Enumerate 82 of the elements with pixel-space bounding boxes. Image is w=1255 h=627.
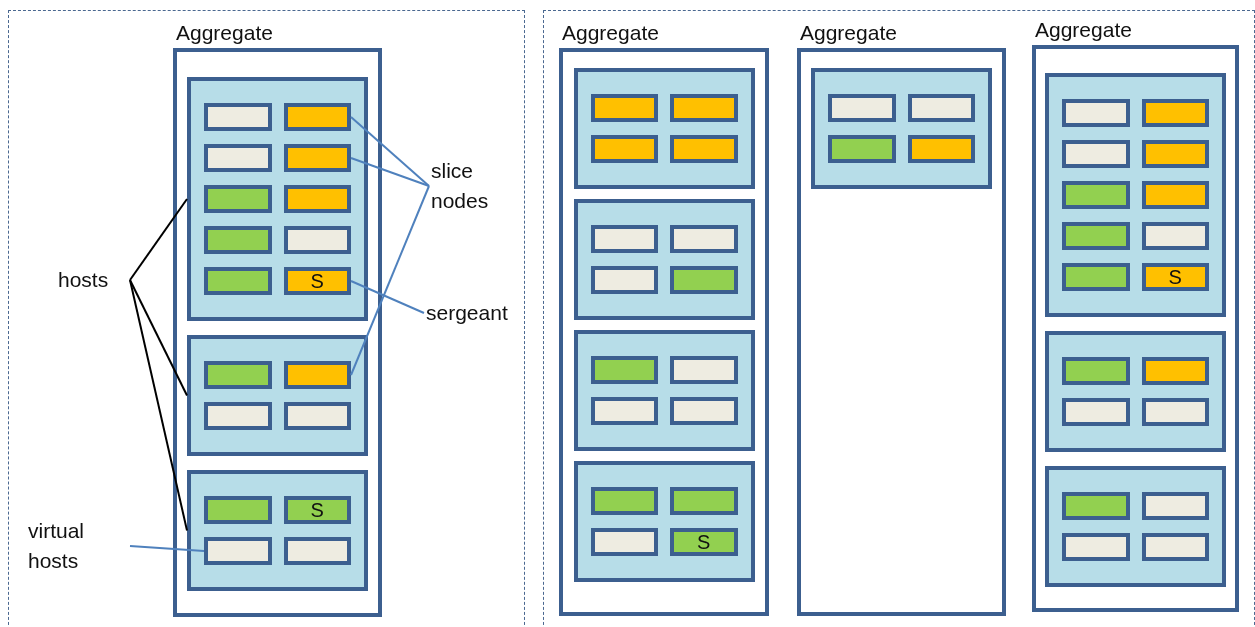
virtual-host-box — [828, 135, 896, 163]
virtual-host-box — [283, 402, 351, 430]
host-box — [573, 330, 755, 451]
leader-line — [129, 545, 205, 552]
leader-line — [129, 279, 188, 532]
virtual-host-box — [283, 103, 351, 131]
virtual-host-box — [1062, 398, 1130, 426]
virtual-host-box — [1062, 533, 1130, 561]
virtual-host-box — [828, 94, 896, 122]
virtual-host-box — [670, 356, 738, 384]
virtual-host-box — [1141, 492, 1209, 520]
virtual-host-box — [670, 94, 738, 122]
virtual-host-box — [590, 225, 658, 253]
virtual-host-box — [1141, 222, 1209, 250]
virtual-host-box — [670, 487, 738, 515]
host-box — [1045, 331, 1226, 452]
virtual-host-box — [907, 135, 975, 163]
host-box — [1045, 466, 1226, 587]
host-box — [187, 335, 368, 456]
virtual-host-box — [1062, 492, 1130, 520]
virtual-host-box — [1062, 99, 1130, 127]
host-box — [187, 77, 368, 321]
virtual-host-box — [590, 135, 658, 163]
virtual-host-box — [590, 528, 658, 556]
dashed-panel — [543, 10, 1255, 627]
aggregate-heading: Aggregate — [561, 20, 659, 46]
virtual-host-box — [907, 94, 975, 122]
virtual-host-box: S — [283, 267, 351, 295]
leader-line — [129, 279, 188, 397]
virtual-host-box — [204, 267, 272, 295]
virtual-host-box — [283, 185, 351, 213]
aggregate-heading: Aggregate — [799, 20, 897, 46]
virtual-host-box: S — [670, 528, 738, 556]
virtual-host-box — [590, 397, 658, 425]
virtual-host-box — [1062, 263, 1130, 291]
virtual-host-box: S — [1141, 263, 1209, 291]
virtual-host-box — [204, 226, 272, 254]
callout-label: hosts — [58, 265, 128, 295]
aggregate-heading: Aggregate — [1034, 17, 1132, 43]
virtual-host-box — [204, 537, 272, 565]
virtual-host-box — [1062, 222, 1130, 250]
virtual-host-box — [283, 361, 351, 389]
callout-label: slice nodes — [431, 156, 521, 216]
virtual-host-box — [670, 397, 738, 425]
virtual-host-box — [1141, 357, 1209, 385]
virtual-host-box — [1141, 140, 1209, 168]
virtual-host-box — [590, 94, 658, 122]
host-box — [573, 199, 755, 320]
virtual-host-box — [204, 103, 272, 131]
virtual-host-box — [1062, 357, 1130, 385]
virtual-host-box — [670, 266, 738, 294]
leader-line — [129, 198, 188, 281]
virtual-host-box — [590, 487, 658, 515]
host-box — [811, 68, 992, 189]
virtual-host-box — [283, 226, 351, 254]
aggregate-heading: Aggregate — [175, 20, 273, 46]
virtual-host-box — [1141, 398, 1209, 426]
callout-label: virtual hosts — [28, 516, 128, 576]
virtual-host-box — [204, 402, 272, 430]
virtual-host-box — [670, 225, 738, 253]
virtual-host-box — [590, 356, 658, 384]
virtual-host-box — [1141, 533, 1209, 561]
dashed-panel — [8, 10, 525, 627]
virtual-host-box — [670, 135, 738, 163]
virtual-host-box — [283, 537, 351, 565]
virtual-host-box — [1062, 181, 1130, 209]
virtual-host-box — [204, 144, 272, 172]
host-box — [187, 470, 368, 591]
virtual-host-box: S — [283, 496, 351, 524]
host-box — [1045, 73, 1226, 317]
callout-label: sergeant — [426, 298, 526, 328]
virtual-host-box — [1141, 99, 1209, 127]
virtual-host-box — [283, 144, 351, 172]
host-box — [573, 68, 755, 189]
virtual-host-box — [1141, 181, 1209, 209]
leader-line — [350, 185, 430, 376]
virtual-host-box — [204, 185, 272, 213]
virtual-host-box — [1062, 140, 1130, 168]
virtual-host-box — [204, 361, 272, 389]
host-box — [573, 461, 755, 582]
virtual-host-box — [204, 496, 272, 524]
virtual-host-box — [590, 266, 658, 294]
